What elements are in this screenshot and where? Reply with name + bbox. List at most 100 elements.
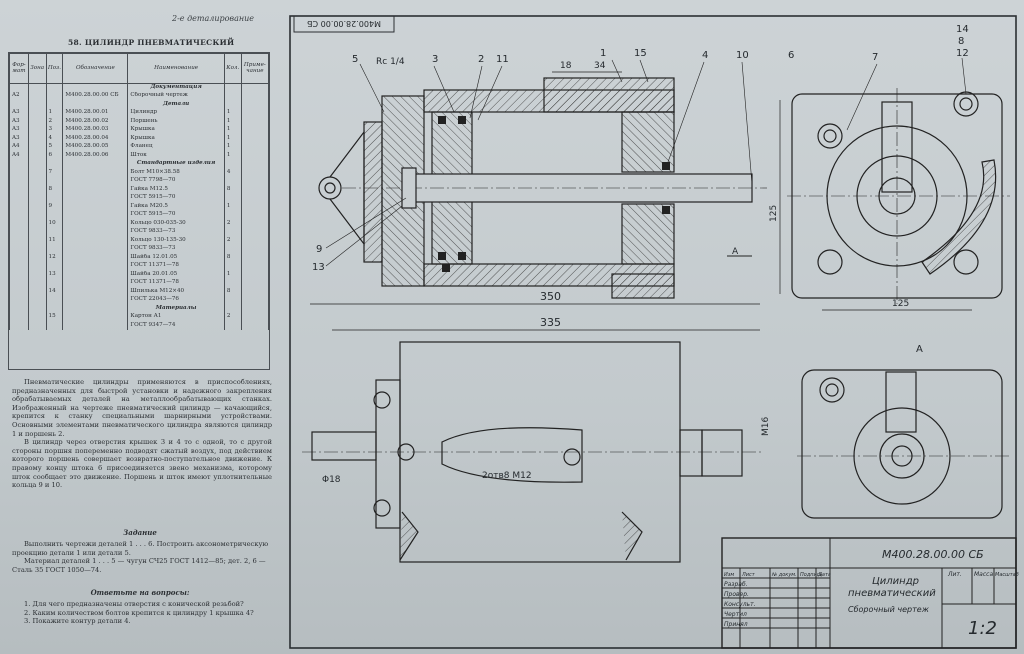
tb-name-2: пневматический [848,588,936,599]
spec-cell [9,304,29,313]
spec-cell [27,262,47,271]
tb-scale: 1:2 [968,618,997,639]
spec-cell [62,304,129,313]
spec-cell [27,126,47,135]
spec-cell: 10 [45,219,64,228]
spec-cell: 9 [45,202,64,211]
spec-cell: Материалы [127,304,225,313]
spec-cell: 1 [223,109,242,118]
tb-col-head: Лист [741,572,756,578]
spec-cell [27,83,47,92]
questions-list: 1. Для чего предназначены отверстия с ко… [12,600,272,626]
pos-1: 1 [600,48,606,59]
dim-335: 335 [540,316,561,329]
spec-cell [240,185,270,194]
spec-cell: 15 [45,313,64,322]
side-labels: 125 125 7 14 8 12 [769,24,969,309]
spec-cell: ГОСТ 5915—70 [127,194,225,203]
title-block [721,537,1017,649]
spec-cell: 12 [45,253,64,262]
assembly-drawing: М400.28.00.00 СБ [282,12,1022,652]
tb-lit-head: Лит. [947,571,962,578]
spec-cell: Фланец [127,143,225,152]
spec-cell: Цилиндр [127,109,225,118]
spec-cell: A3 [9,117,29,126]
spec-cell: М400.28.00.04 [62,134,129,143]
dim-125-h: 125 [892,299,909,309]
spec-cell [240,134,270,143]
spec-cell [223,228,242,237]
tb-role: Принял [724,621,748,628]
dim-m16: M16 [761,417,771,436]
spec-cell [27,202,47,211]
spec-cell [9,168,29,177]
spec-cell [223,83,242,92]
spec-cell [27,117,47,126]
tb-role: Провер. [724,591,749,598]
spec-cell [62,287,129,296]
spec-cell [27,134,47,143]
spec-cell: М400.28.00.01 [62,109,129,118]
spec-cell: М400.28.00.05 [62,143,129,152]
spec-cell: A3 [9,126,29,135]
front-view [302,341,762,563]
spec-row: ГОСТ 5915—70 [9,194,270,203]
dim-holes: 2отв8 М12 [482,471,532,481]
spec-cell: 8 [223,253,242,262]
spec-row: Документация [9,83,270,92]
spec-cell [240,168,270,177]
spec-cell [240,143,270,152]
spec-cell [27,109,47,118]
spec-cell [62,160,129,169]
spec-cell [240,177,270,186]
tb-code: М400.28.00.00 СБ [882,548,984,561]
spec-cell [27,245,47,254]
spec-cell [27,321,47,330]
spec-cell [9,160,29,169]
spec-cell [240,194,270,203]
spec-cell: 11 [45,236,64,245]
spec-cell: ГОСТ 22043—76 [127,296,225,305]
spec-cell [62,270,129,279]
task-line: Выполнить чертежи деталей 1 . . . 6. Пос… [12,540,269,557]
spec-cell [27,313,47,322]
spec-cell: М400.28.00.06 [62,151,129,160]
dim-phi-18: Φ18 [322,475,341,485]
spec-row: ГОСТ 22043—76 [9,296,270,305]
spec-cell: 13 [45,270,64,279]
spec-cell [27,304,47,313]
spec-row: ГОСТ 5915—70 [9,211,270,220]
question-item: 2. Каким количеством болтов крепится к ц… [24,608,254,617]
spec-cell: Шайба 12.01.05 [127,253,225,262]
spec-cell [9,287,29,296]
tb-col-head: № докум. [771,572,797,578]
spec-cell: 2 [223,236,242,245]
spec-cell [27,194,47,203]
spec-cell [9,211,29,220]
spec-cell [27,211,47,220]
spec-cell [62,279,129,288]
spec-cell [223,177,242,186]
spec-cell [9,194,29,203]
spec-cell: Поршень [127,117,225,126]
task-text: Выполнить чертежи деталей 1 . . . 6. Пос… [12,540,272,574]
spec-cell [223,245,242,254]
tb-col-head: Изм [724,572,734,578]
page-title: 58. ЦИЛИНДР ПНЕВМАТИЧЕСКИЙ [68,38,235,47]
spec-cell [62,168,129,177]
spec-cell: Крышка [127,134,225,143]
pos-3: 3 [432,54,438,65]
spec-cell [62,185,129,194]
question-item: 1. Для чего предназначены отверстия с ко… [24,600,244,608]
spec-cell [45,211,64,220]
view-a [797,369,1010,519]
side-view [779,88,1010,311]
spec-column-header: Зона [27,53,47,84]
spec-cell [9,270,29,279]
spec-cell [45,194,64,203]
